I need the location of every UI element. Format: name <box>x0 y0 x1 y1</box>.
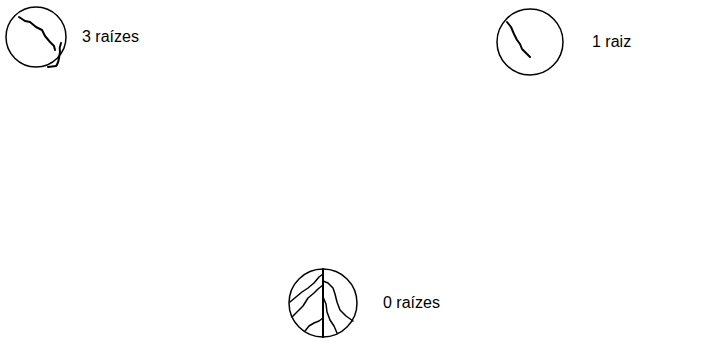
root-crack <box>323 297 337 333</box>
section-circle <box>497 9 563 75</box>
section-divider <box>322 269 324 337</box>
root-crack <box>507 22 530 57</box>
root-count-label: 3 raízes <box>82 29 139 45</box>
root-crack <box>290 274 323 302</box>
section-circle <box>289 269 357 337</box>
root-crack <box>292 285 323 317</box>
root-count-label: 0 raízes <box>383 295 440 311</box>
root-crack <box>305 318 323 331</box>
root-crack <box>48 43 61 67</box>
root-crack <box>19 17 55 50</box>
root-count-label: 1 raiz <box>592 34 631 50</box>
section-circle <box>6 7 66 67</box>
